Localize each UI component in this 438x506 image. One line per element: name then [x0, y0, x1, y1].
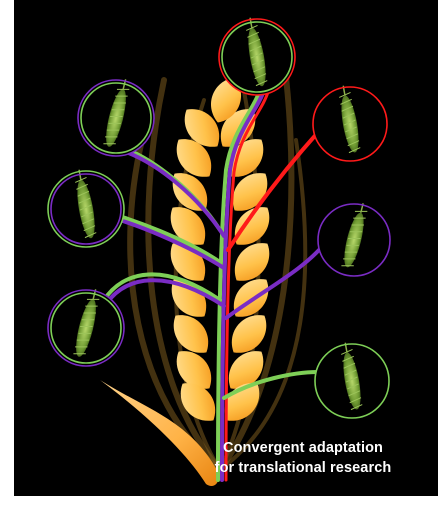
diagram-panel: Convergent adaptation for translational … [14, 0, 438, 496]
wheat-specimen-left-3 [48, 288, 124, 366]
wheat-specimen-left-2 [48, 168, 124, 247]
wheat-specimen-right-3 [315, 342, 389, 418]
wheat-specimen-right-2 [318, 202, 390, 276]
wheat-spike-diagram [14, 0, 438, 496]
caption: Convergent adaptation for translational … [178, 438, 428, 478]
wheat-specimen-left-1 [78, 78, 154, 156]
connector-left2-purple [106, 216, 224, 268]
wheat-specimen-top [219, 16, 295, 95]
caption-line-2: for translational research [178, 458, 428, 478]
wheat-specimen-right-1 [313, 85, 387, 161]
caption-line-1: Convergent adaptation [178, 438, 428, 458]
